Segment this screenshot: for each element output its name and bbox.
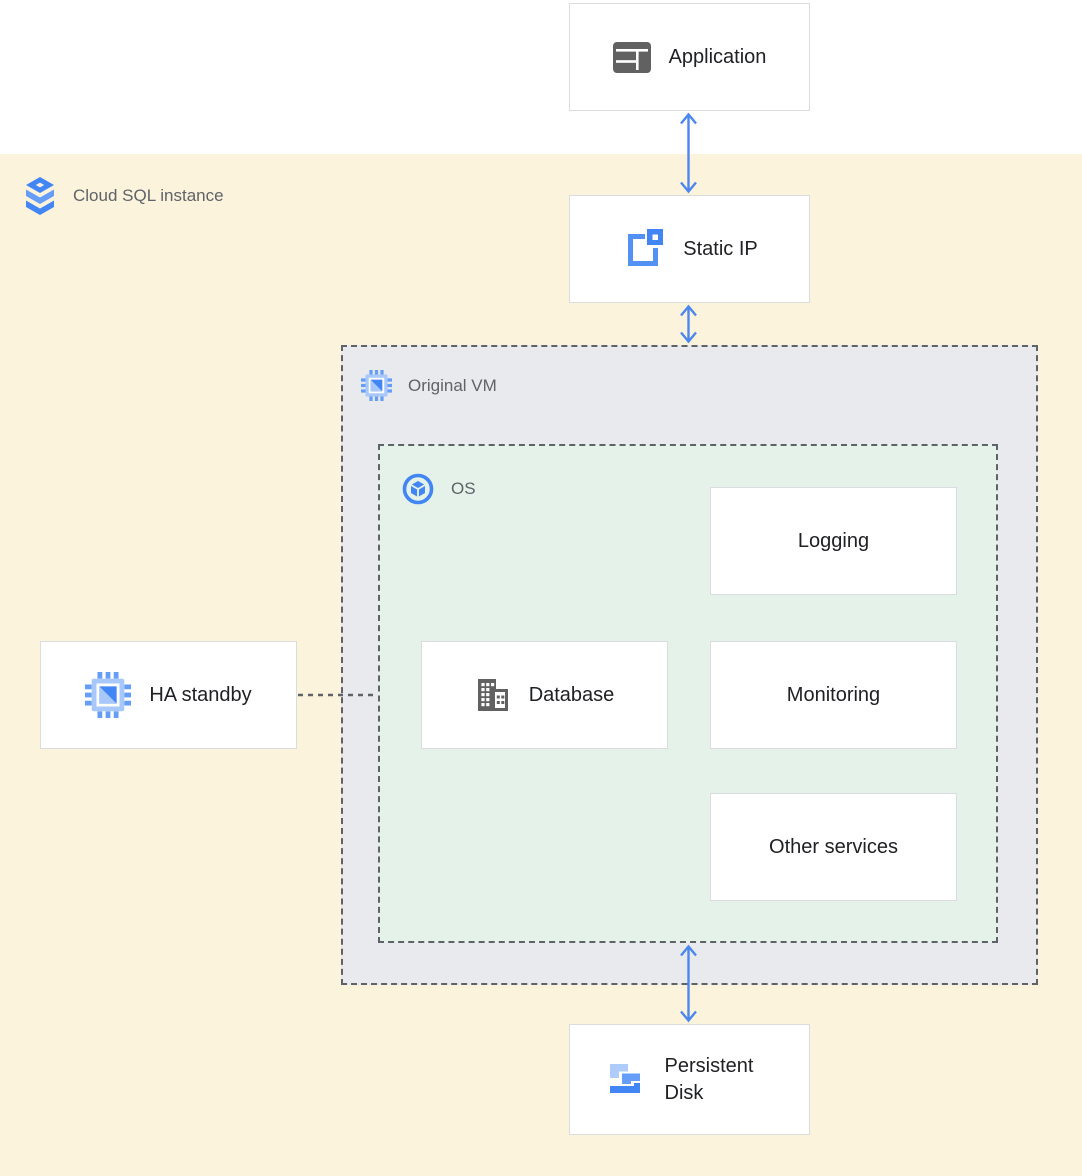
original-vm-label: Original VM [408,376,497,396]
os-label: OS [451,479,476,499]
logging-label: Logging [798,530,869,553]
application-window-icon [613,42,651,73]
original-vm-header: Original VM [361,370,497,401]
database-node: Database [421,641,668,749]
external-ip-icon [621,227,665,271]
persistent-disk-icon [603,1058,647,1102]
logging-node: Logging [710,487,957,595]
persistent-disk-label: Persistent Disk [665,1053,777,1107]
static-ip-label: Static IP [683,238,757,261]
cloud-sql-region-header: Cloud SQL instance [23,176,224,216]
database-building-icon [475,677,511,713]
monitoring-label: Monitoring [787,684,880,707]
cloud-sql-icon [23,176,57,216]
static-ip-node: Static IP [569,195,810,303]
application-node: Application [569,3,810,111]
other-services-label: Other services [769,836,898,859]
compute-engine-icon [85,672,131,718]
cloud-sql-region-label: Cloud SQL instance [73,186,224,206]
compute-engine-icon [361,370,392,401]
application-label: Application [669,46,767,69]
ha-standby-node: HA standby [40,641,297,749]
os-icon [401,472,435,506]
monitoring-node: Monitoring [710,641,957,749]
database-label: Database [529,684,615,707]
persistent-disk-node: Persistent Disk [569,1024,810,1135]
ha-standby-label: HA standby [149,684,251,707]
os-header: OS [401,472,476,506]
other-services-node: Other services [710,793,957,901]
